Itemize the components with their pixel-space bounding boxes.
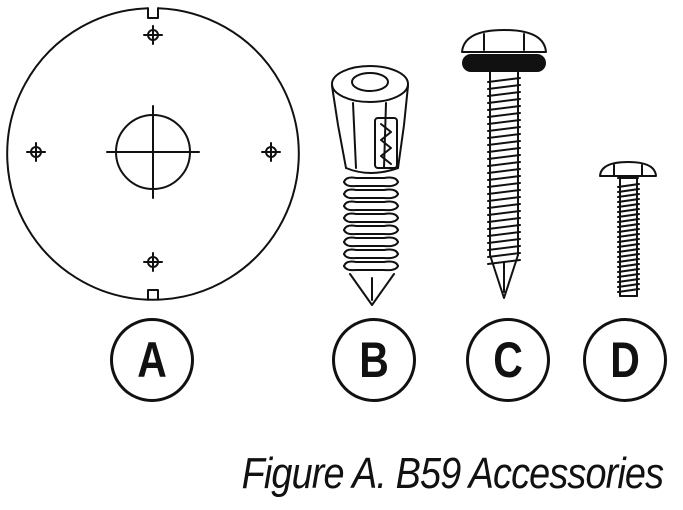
figure-caption: Figure A. B59 Accessories	[241, 449, 663, 498]
long-screw-drawing	[461, 29, 547, 299]
label-letter-c: C	[493, 332, 523, 388]
label-badge-a: A	[110, 318, 194, 402]
accessories-illustration	[6, 7, 657, 306]
label-badge-c: C	[466, 318, 550, 402]
wall-anchor-drawing	[331, 65, 409, 306]
short-screw-drawing	[599, 161, 657, 297]
label-letter-a: A	[137, 332, 167, 388]
label-badge-d: D	[583, 318, 667, 402]
label-letter-b: B	[359, 332, 389, 388]
cover-plate-drawing	[6, 7, 300, 301]
label-letter-d: D	[610, 332, 640, 388]
label-badge-b: B	[332, 318, 416, 402]
